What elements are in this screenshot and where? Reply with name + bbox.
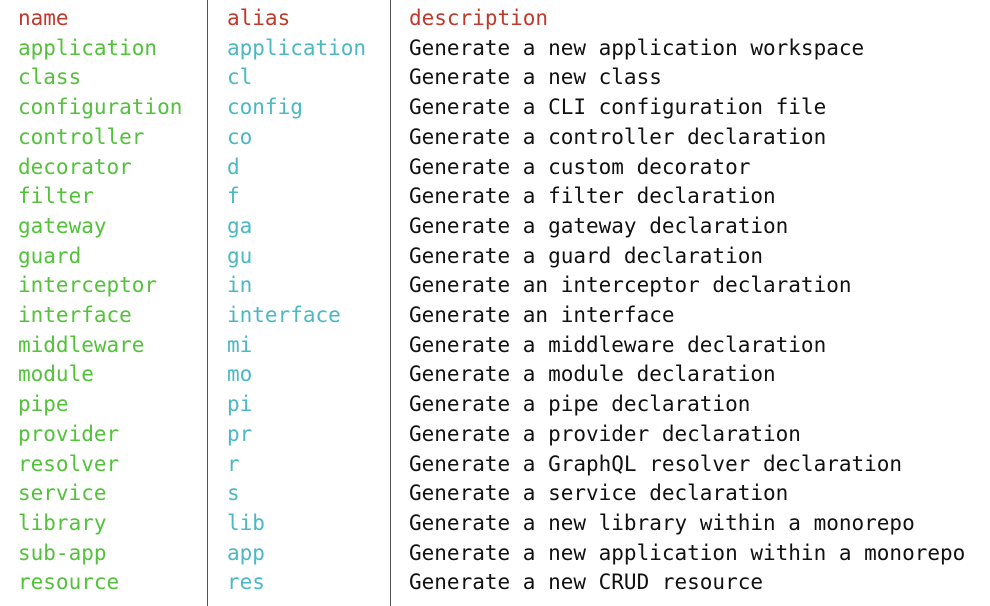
command-name: interface — [18, 303, 132, 327]
command-description: Generate a new CRUD resource — [409, 570, 764, 595]
command-alias: pi — [227, 392, 253, 417]
command-alias: s — [227, 481, 240, 506]
table-row: library lib Generate a new library within … — [0, 509, 990, 539]
table-row: decorator d Generate a custom decorator — [0, 153, 990, 183]
command-description: Generate a custom decorator — [409, 154, 751, 179]
table-row: middleware mi Generate a middleware declar… — [0, 331, 990, 361]
command-name: interceptor — [18, 273, 158, 298]
command-description: Generate a module declaration — [409, 362, 776, 387]
command-name: provider — [18, 421, 120, 446]
column-separator-name-alias — [207, 0, 208, 606]
command-alias: application — [227, 35, 367, 60]
command-description: Generate a guard declaration — [409, 243, 764, 268]
command-description: Generate a filter declaration — [409, 184, 776, 209]
command-description: Generate a GraphQL resolver declaration — [409, 451, 903, 476]
table-row: guard gu Generate a guard declaration — [0, 242, 990, 272]
table-row: controller co Generate a controller declar… — [0, 123, 990, 153]
command-name: resource — [18, 570, 120, 595]
column-separator-alias-description — [390, 0, 391, 606]
command-name: class — [18, 65, 82, 90]
table-row: application application Generate a new app… — [0, 34, 990, 64]
command-name: filter — [18, 184, 94, 209]
table-header: name alias description — [0, 4, 990, 34]
command-alias: mo — [227, 362, 253, 387]
command-alias: ga — [227, 213, 253, 238]
command-name: library — [18, 510, 107, 535]
table-row: resource res Generate a new CRUD resource — [0, 568, 990, 598]
command-alias: gu — [227, 243, 253, 268]
table-row: module mo Generate a module declaration — [0, 360, 990, 390]
table-row: interface interface Generate an interface — [0, 301, 990, 331]
command-alias: co — [227, 124, 253, 149]
command-description: Generate a provider declaration — [409, 421, 801, 446]
command-description: Generate a controller declaration — [409, 124, 827, 149]
table-row: provider pr Generate a provider declaratio… — [0, 420, 990, 450]
table-row: resolver r Generate a GraphQL resolver dec… — [0, 450, 990, 480]
command-description: Generate a new class — [409, 65, 662, 90]
command-description: Generate a new application workspace — [409, 35, 865, 60]
command-alias: lib — [227, 510, 265, 535]
table-row: configuration config Generate a CLI config… — [0, 93, 990, 123]
command-alias: in — [227, 273, 253, 298]
command-name: controller — [18, 124, 145, 149]
command-alias: r — [227, 451, 240, 476]
table-row: pipe pi Generate a pipe declaration — [0, 390, 990, 420]
command-name: module — [18, 362, 94, 387]
table-row: gateway ga Generate a gateway declaration — [0, 212, 990, 242]
command-description: Generate an interceptor declaration — [409, 273, 852, 298]
table-row: sub-app app Generate a new application wit… — [0, 539, 990, 569]
table-row: class cl Generate a new class — [0, 63, 990, 93]
command-description: Generate a new library within a monorepo — [409, 510, 915, 535]
command-name: middleware — [18, 332, 145, 357]
command-description: Generate a middleware declaration — [409, 332, 827, 357]
command-name: decorator — [18, 154, 132, 179]
command-alias: cl — [227, 65, 253, 90]
header-alias: alias — [227, 6, 291, 30]
command-name: sub-app — [18, 540, 107, 565]
command-alias: d — [227, 154, 240, 179]
command-alias: config — [227, 95, 303, 120]
command-alias: interface — [227, 303, 341, 327]
command-name: pipe — [18, 392, 69, 417]
command-alias: f — [227, 184, 240, 209]
header-description: description — [409, 6, 549, 30]
table-row: interceptor in Generate an interceptor dec… — [0, 271, 990, 301]
command-alias: mi — [227, 332, 253, 357]
command-name: service — [18, 481, 107, 506]
command-description: Generate a CLI configuration file — [409, 95, 827, 120]
table-row: service s Generate a service declaration — [0, 479, 990, 509]
command-name: guard — [18, 243, 82, 268]
command-description: Generate an interface — [409, 303, 675, 327]
command-alias: app — [227, 540, 265, 565]
command-description: Generate a new application within a mono… — [409, 540, 966, 565]
table-row: filter f Generate a filter declaration — [0, 182, 990, 212]
command-name: resolver — [18, 451, 120, 476]
command-alias: pr — [227, 421, 253, 446]
command-description: Generate a gateway declaration — [409, 213, 789, 238]
command-description: Generate a pipe declaration — [409, 392, 751, 417]
header-name: name — [18, 6, 69, 30]
command-name: application — [18, 35, 158, 60]
command-name: configuration — [18, 95, 183, 120]
command-name: gateway — [18, 213, 107, 238]
command-description: Generate a service declaration — [409, 481, 789, 506]
command-alias: res — [227, 570, 265, 595]
